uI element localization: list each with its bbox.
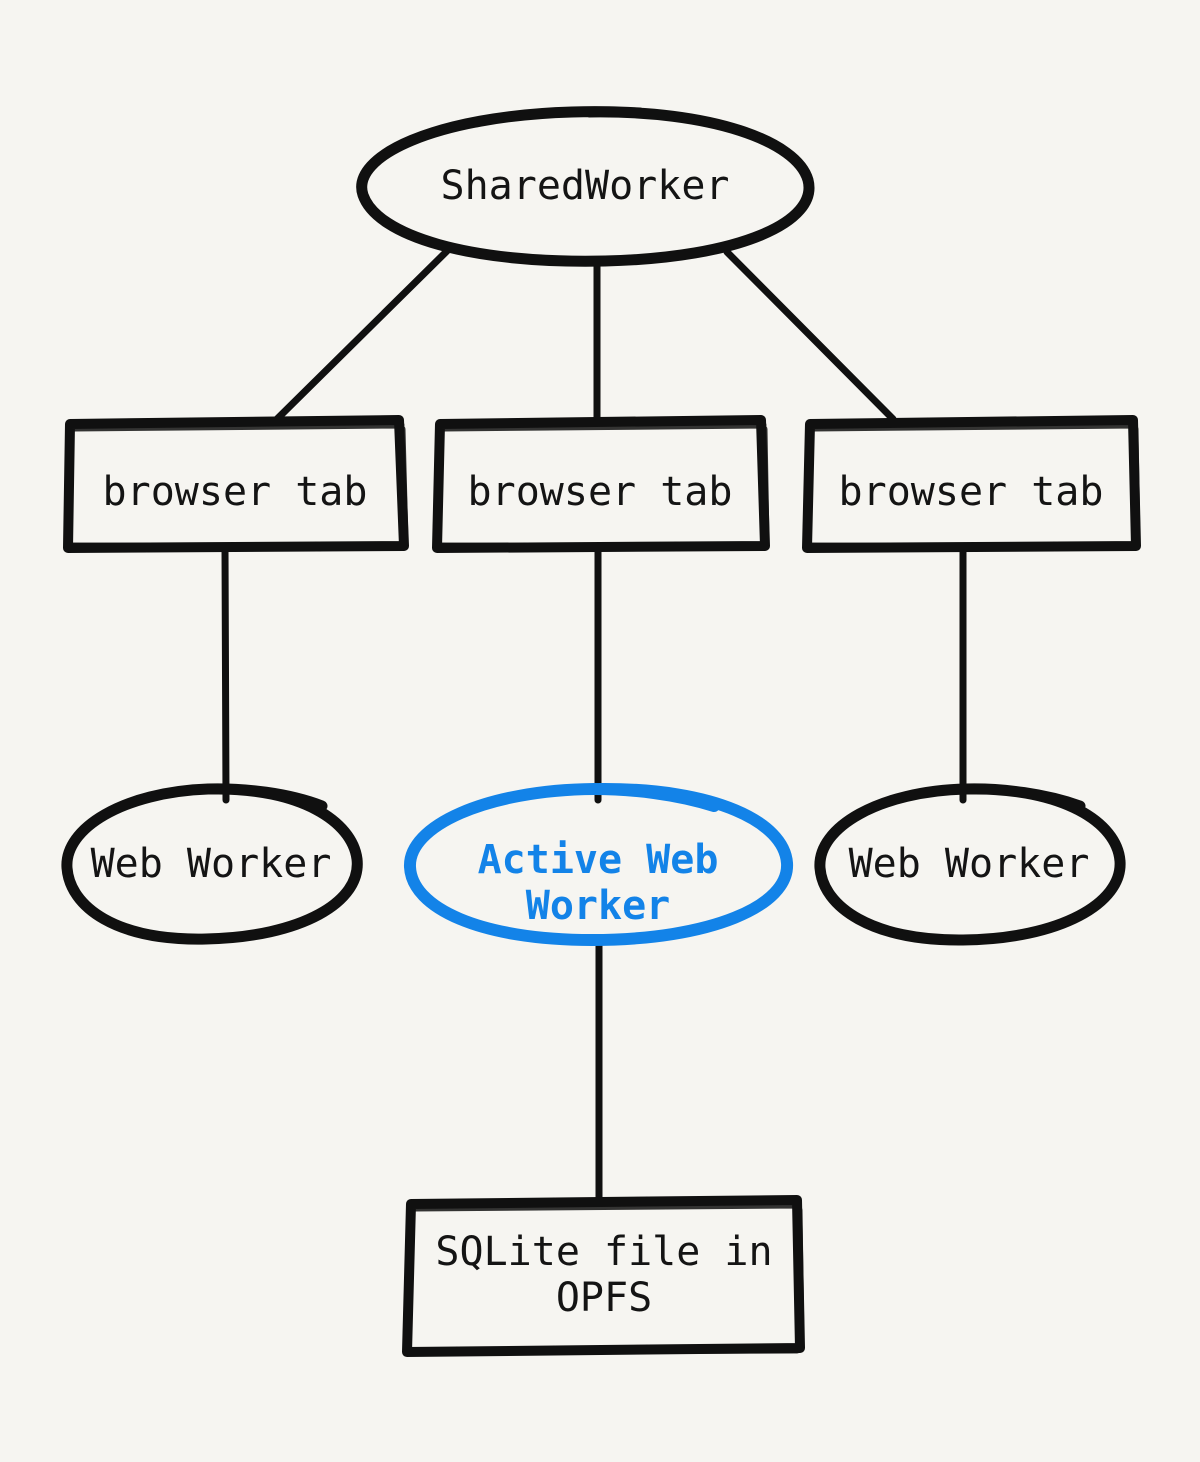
sqlite-opfs-rect-sketch-overlay xyxy=(402,1201,805,1355)
edge-sharedworker-to-browser-tab-left xyxy=(273,247,451,423)
node-browser-tab-left[interactable]: browser tab xyxy=(63,415,409,553)
node-browser-tab-right[interactable]: browser tab xyxy=(802,415,1141,553)
browser-tab-center-label: browser tab xyxy=(468,469,733,515)
active-web-worker-ellipse xyxy=(404,782,794,946)
edge-browser-tab-left-to-web-worker-left xyxy=(221,544,230,804)
active-web-worker-label-line1: Active Web xyxy=(478,837,719,883)
shared-worker-ellipse xyxy=(356,106,815,267)
web-worker-right-label: Web Worker xyxy=(849,841,1090,887)
node-sqlite-opfs[interactable]: SQLite file in OPFS xyxy=(402,1195,805,1357)
edge-sharedworker-to-browser-tab-right xyxy=(723,248,897,423)
browser-tab-right-label: browser tab xyxy=(839,469,1104,515)
active-web-worker-label-line2: Worker xyxy=(526,883,671,929)
browser-tab-left-rect-sketch-overlay xyxy=(63,421,409,551)
node-active-web-worker[interactable]: Active Web Worker xyxy=(404,782,794,946)
edge-layer xyxy=(221,247,967,1204)
web-worker-right-ellipse xyxy=(814,783,1126,946)
browser-tab-left-label: browser tab xyxy=(103,469,368,515)
web-worker-left-label: Web Worker xyxy=(91,841,332,887)
browser-tab-center-rect-sketch-overlay xyxy=(432,421,770,551)
browser-tab-right-rect-sketch-overlay xyxy=(802,421,1141,551)
node-web-worker-right[interactable]: Web Worker xyxy=(814,783,1126,946)
shared-worker-label: SharedWorker xyxy=(441,163,730,209)
sqlite-opfs-label-line2: OPFS xyxy=(556,1275,652,1321)
node-web-worker-left[interactable]: Web Worker xyxy=(61,783,363,945)
node-browser-tab-center[interactable]: browser tab xyxy=(432,415,770,553)
sqlite-opfs-label-line1: SQLite file in xyxy=(435,1229,772,1275)
web-worker-left-ellipse xyxy=(61,783,363,945)
node-shared-worker[interactable]: SharedWorker xyxy=(356,106,815,267)
